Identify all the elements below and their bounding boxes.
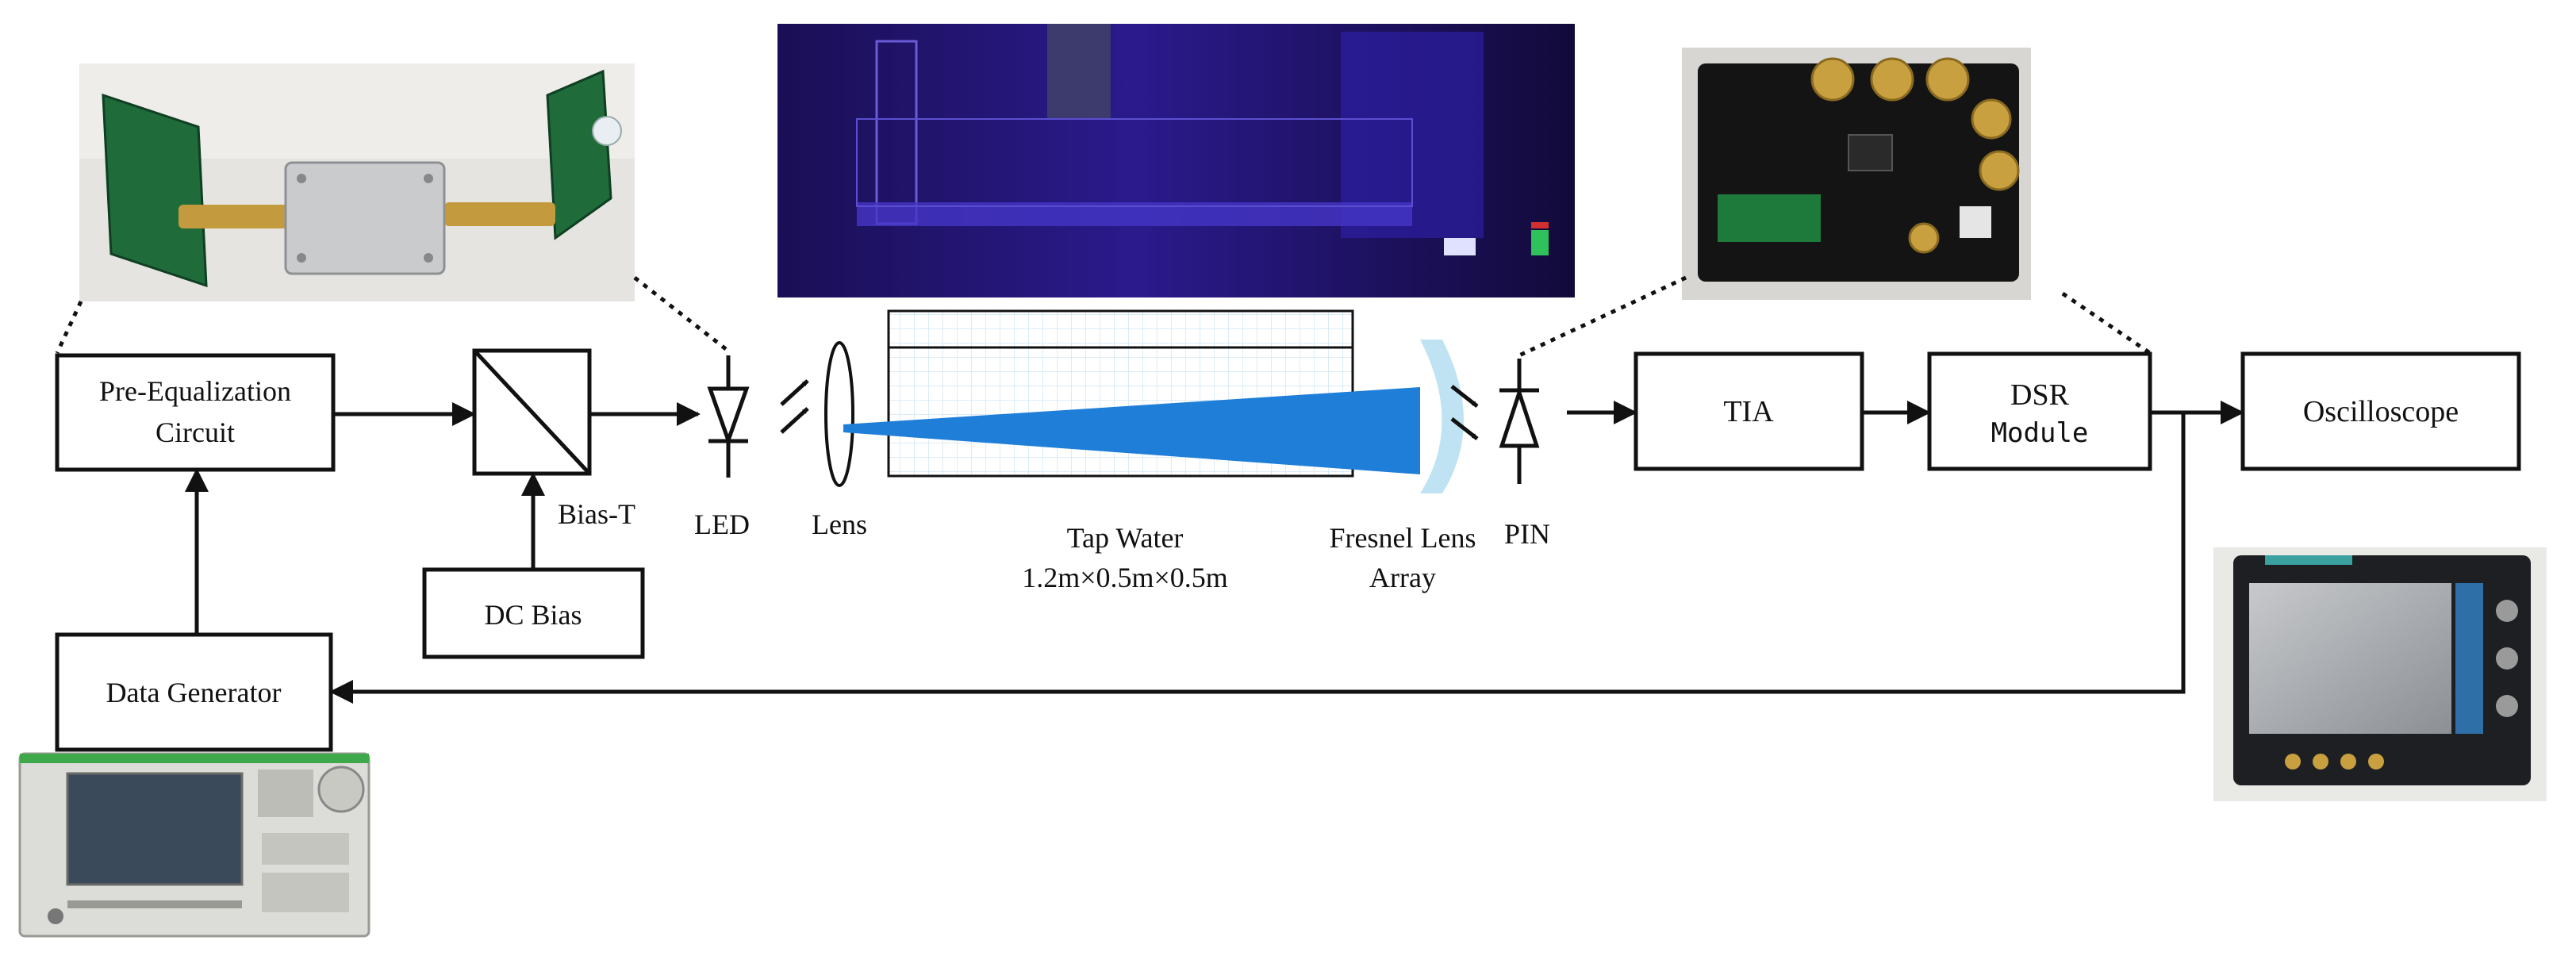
pre-equalization-board-photo	[79, 63, 635, 301]
data-generator-label: Data Generator	[106, 677, 282, 708]
feedback-line-to-data-generator	[329, 413, 2186, 704]
pin-photodiode-symbol	[1499, 359, 1540, 484]
dc-bias-block: DC Bias	[422, 567, 645, 659]
receiver-board-photo	[1682, 48, 2031, 300]
dsr-label-line1: DSR	[2010, 378, 2070, 412]
pin-incoming-arrow-1	[1450, 385, 1479, 408]
led-emission-arrow-2	[780, 407, 809, 434]
callout-dsr	[2061, 291, 2152, 355]
pre-equalization-label-line1: Pre-Equalization	[99, 375, 291, 407]
tap-water-label: Tap Water	[1067, 522, 1184, 554]
led-symbol	[707, 355, 750, 478]
pin-incoming-arrow-2	[1450, 417, 1479, 440]
callout-bias-t	[633, 276, 727, 351]
data-generator-block: Data Generator	[55, 632, 333, 752]
tia-block: TIA	[1634, 351, 1864, 471]
callout-pre-eq	[55, 300, 83, 355]
bias-t-block	[472, 348, 592, 476]
oscilloscope-block: Oscilloscope	[2240, 351, 2521, 471]
pre-equalization-block: Pre-Equalization Circuit	[55, 353, 336, 472]
tia-label: TIA	[1723, 395, 1774, 428]
fresnel-lens-array	[1420, 340, 1464, 493]
light-beam	[843, 387, 1420, 474]
dsr-label-line2: Module	[1991, 417, 2089, 449]
lens-symbol	[824, 341, 854, 487]
fresnel-label-line1: Fresnel Lens	[1330, 522, 1476, 554]
led-label: LED	[694, 509, 750, 540]
fresnel-label-line2: Array	[1369, 562, 1436, 593]
water-tank-photo	[777, 24, 1575, 297]
lens-label: Lens	[812, 509, 867, 540]
led-emission-arrow-1	[780, 379, 809, 406]
dsr-module-block: DSR Module	[1927, 351, 2152, 471]
bias-t-label: Bias-T	[558, 498, 635, 530]
pin-label: PIN	[1504, 518, 1550, 550]
oscilloscope-photo	[2213, 547, 2547, 801]
data-generator-photo	[18, 752, 370, 938]
tank-dimensions-label: 1.2m×0.5m×0.5m	[1022, 562, 1228, 593]
pre-equalization-label-line2: Circuit	[155, 416, 235, 448]
dc-bias-label: DC Bias	[484, 599, 582, 631]
callout-pin	[1518, 275, 1687, 358]
oscilloscope-label: Oscilloscope	[2303, 395, 2459, 428]
